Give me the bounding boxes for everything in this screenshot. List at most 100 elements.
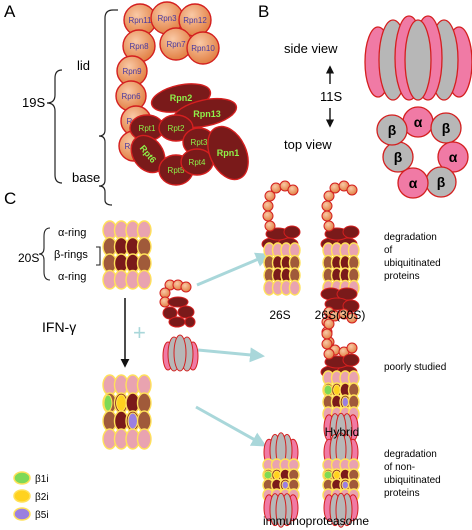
base-subunit: Rpt6 bbox=[130, 134, 166, 174]
svg-text:β: β bbox=[437, 174, 446, 190]
svg-text:Rpn12: Rpn12 bbox=[183, 16, 207, 25]
immunoproteasome-11s-single bbox=[262, 432, 300, 528]
19s-base-subunit bbox=[342, 225, 360, 239]
svg-text:α: α bbox=[409, 175, 418, 191]
19s-base-subunit bbox=[283, 225, 301, 239]
19s-lid-subunit bbox=[346, 342, 358, 354]
legend-item-b2i: β2i bbox=[13, 489, 49, 503]
base-subunits: Rpn2 Rpn13 Rpt1 Rpt2 Rpt3 Rpt6 Rpt5 Rpt4… bbox=[129, 83, 249, 186]
svg-text:degradation: degradation bbox=[384, 232, 437, 243]
ring-subunit-alpha: α bbox=[402, 106, 434, 138]
19s-lid-subunit bbox=[321, 328, 333, 340]
11s-lobe bbox=[275, 492, 287, 528]
legend-item-b1i: β1i bbox=[13, 471, 49, 485]
svg-text:Rpn2: Rpn2 bbox=[170, 93, 193, 103]
svg-text:β1i: β1i bbox=[35, 474, 49, 485]
beta-subunit bbox=[136, 236, 152, 257]
lid-subunit: Rpn12 bbox=[178, 3, 212, 37]
degradation-ubiquitinated-text: degradation of ubiquitinated proteins bbox=[384, 232, 441, 282]
beta5i-subunit bbox=[127, 412, 138, 430]
ring-subunit-alpha: α bbox=[397, 167, 429, 199]
19s-brace bbox=[46, 69, 63, 184]
lid-label: lid bbox=[77, 58, 90, 73]
degradation-non-ubiquitinated-text: degradation of non- ubiquitinated protei… bbox=[384, 449, 441, 499]
19s-base-subunit bbox=[336, 287, 358, 301]
19s-label: 19S bbox=[22, 95, 45, 110]
19s-lid-subunit bbox=[323, 190, 335, 202]
19s-lid-subunit bbox=[262, 200, 274, 212]
svg-text:Rpt5: Rpt5 bbox=[168, 166, 185, 175]
26s-30s-proteasome bbox=[320, 180, 360, 358]
alpha-subunit bbox=[136, 220, 152, 241]
beta2i-subunit bbox=[273, 470, 281, 480]
alpha-subunit bbox=[288, 279, 301, 296]
lid-subunit: Rpn10 bbox=[186, 31, 220, 65]
19s-lid-subunit bbox=[323, 348, 335, 360]
19s-base-subunit bbox=[342, 353, 360, 367]
svg-text:proteins: proteins bbox=[384, 271, 420, 282]
26s-label: 26S bbox=[269, 308, 290, 322]
arrow-to-hybrid bbox=[197, 347, 265, 363]
19s-lid-subunit bbox=[323, 318, 335, 330]
11s-side-view bbox=[364, 15, 472, 101]
beta5i-subunit bbox=[341, 480, 349, 490]
beta2i-subunit bbox=[116, 394, 127, 412]
beta1i-subunit bbox=[263, 470, 273, 480]
svg-text:proteins: proteins bbox=[384, 488, 420, 499]
alpha-subunit bbox=[136, 374, 152, 396]
svg-text:Rpn6: Rpn6 bbox=[121, 92, 141, 101]
svg-text:ubiquitinated: ubiquitinated bbox=[384, 258, 441, 269]
free-19s-cap bbox=[159, 279, 196, 328]
svg-text:Rpn7: Rpn7 bbox=[166, 40, 186, 49]
panel-b: B side view 11S top view α β α β α β β bbox=[258, 2, 472, 199]
beta5i-subunit bbox=[341, 396, 349, 408]
base-brace bbox=[98, 150, 113, 206]
lid-brace bbox=[98, 9, 114, 150]
20s-label: 20S bbox=[18, 251, 39, 265]
20s-core-particle bbox=[102, 220, 152, 290]
beta-rings-bracket bbox=[96, 246, 101, 266]
ifn-label: IFN-γ bbox=[42, 319, 76, 335]
svg-text:α: α bbox=[449, 149, 458, 165]
immunoproteasome-label: immunoproteasome bbox=[263, 514, 369, 528]
panel-a: A lid base 19S Rpn11 Rpn3 Rpn12 Rpn8 Rpn… bbox=[4, 1, 249, 206]
svg-text:Rpn3: Rpn3 bbox=[157, 14, 177, 23]
immunoproteasome-11s-double bbox=[322, 432, 360, 528]
base-label: base bbox=[72, 170, 100, 185]
poorly-studied-text: poorly studied bbox=[384, 362, 446, 373]
beta2i-subunit bbox=[333, 470, 341, 480]
legend: β1i β2i β5i bbox=[13, 471, 49, 521]
svg-text:Rpn1: Rpn1 bbox=[217, 148, 240, 158]
svg-text:Rpn8: Rpn8 bbox=[129, 42, 149, 51]
ring-subunit-beta: β bbox=[425, 166, 457, 198]
panel-a-letter: A bbox=[4, 2, 16, 21]
svg-text:Rpn11: Rpn11 bbox=[129, 16, 153, 25]
base-subunit: Rpt2 bbox=[158, 114, 194, 142]
svg-text:β5i: β5i bbox=[35, 510, 49, 521]
svg-text:degradation: degradation bbox=[384, 449, 437, 460]
ring-subunit-beta: β bbox=[382, 141, 414, 173]
19s-lid-subunit bbox=[346, 312, 358, 324]
ring-subunit-beta: β bbox=[430, 112, 462, 144]
19s-lid-subunit bbox=[321, 338, 333, 350]
panel-c: C α-ring β-rings α-ring 20S IFN-γ + bbox=[4, 180, 446, 528]
svg-text:β: β bbox=[394, 149, 403, 165]
base-subunit: Rpn1 bbox=[207, 125, 249, 181]
svg-text:Rpt3: Rpt3 bbox=[191, 138, 208, 147]
alpha-ring-top-label: α-ring bbox=[58, 227, 86, 239]
19s-lid-subunit bbox=[270, 182, 282, 194]
19s-lid-subunit bbox=[323, 220, 335, 232]
11s-lobe bbox=[335, 492, 347, 528]
ring-subunit-beta: β bbox=[376, 114, 408, 146]
11s-top-view: α β α β α β β bbox=[376, 106, 469, 199]
svg-text:of non-: of non- bbox=[384, 462, 415, 473]
19s-lid-subunit bbox=[346, 184, 358, 196]
beta1i-subunit bbox=[103, 394, 113, 412]
11s-label: 11S bbox=[320, 89, 342, 104]
alpha-ring-bottom-label: α-ring bbox=[58, 271, 86, 283]
lid-subunits: Rpn11 Rpn3 Rpn12 Rpn8 Rpn7 Rpn10 Rpn9 Rp… bbox=[115, 1, 220, 162]
beta5i-subunit bbox=[281, 480, 289, 490]
19s-lid-subunit bbox=[321, 210, 333, 222]
beta1i-subunit bbox=[323, 470, 333, 480]
